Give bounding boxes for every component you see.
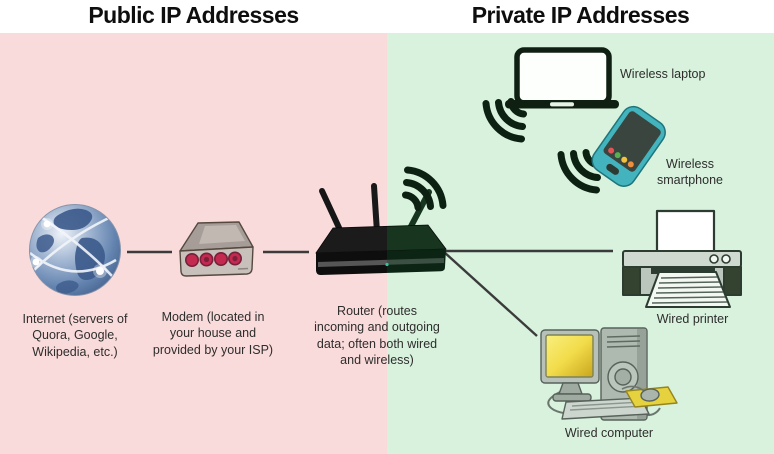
router-label: Router (routes incoming and outgoing dat… xyxy=(314,304,440,367)
wireless-laptop-label: Wireless laptop xyxy=(620,67,706,81)
globe-node-dots xyxy=(30,218,107,278)
laptop-icon xyxy=(505,47,619,109)
desktop-computer-icon xyxy=(540,327,678,421)
modem-icon xyxy=(179,221,254,277)
modem-label: Modem (located in your house and provide… xyxy=(152,310,274,357)
internet-label: Internet (servers of Quora, Google, Wiki… xyxy=(22,312,128,359)
internet-globe-icon xyxy=(29,204,121,296)
printer-icon xyxy=(622,209,742,308)
wired-computer-label: Wired computer xyxy=(564,426,654,440)
private-ip-title: Private IP Addresses xyxy=(471,2,690,28)
connection-lines xyxy=(127,249,613,337)
phone-app-dots xyxy=(608,147,634,168)
line-router-computer xyxy=(443,251,538,337)
header-band: Public IP Addresses Private IP Addresses xyxy=(0,0,774,33)
smartphone-icon xyxy=(591,105,666,187)
wired-printer-label: Wired printer xyxy=(656,312,729,326)
wireless-smartphone-label: Wireless smartphone xyxy=(656,157,723,188)
public-ip-title: Public IP Addresses xyxy=(88,2,299,28)
modem-status-lights xyxy=(185,251,243,268)
printed-text-lines xyxy=(651,276,728,304)
